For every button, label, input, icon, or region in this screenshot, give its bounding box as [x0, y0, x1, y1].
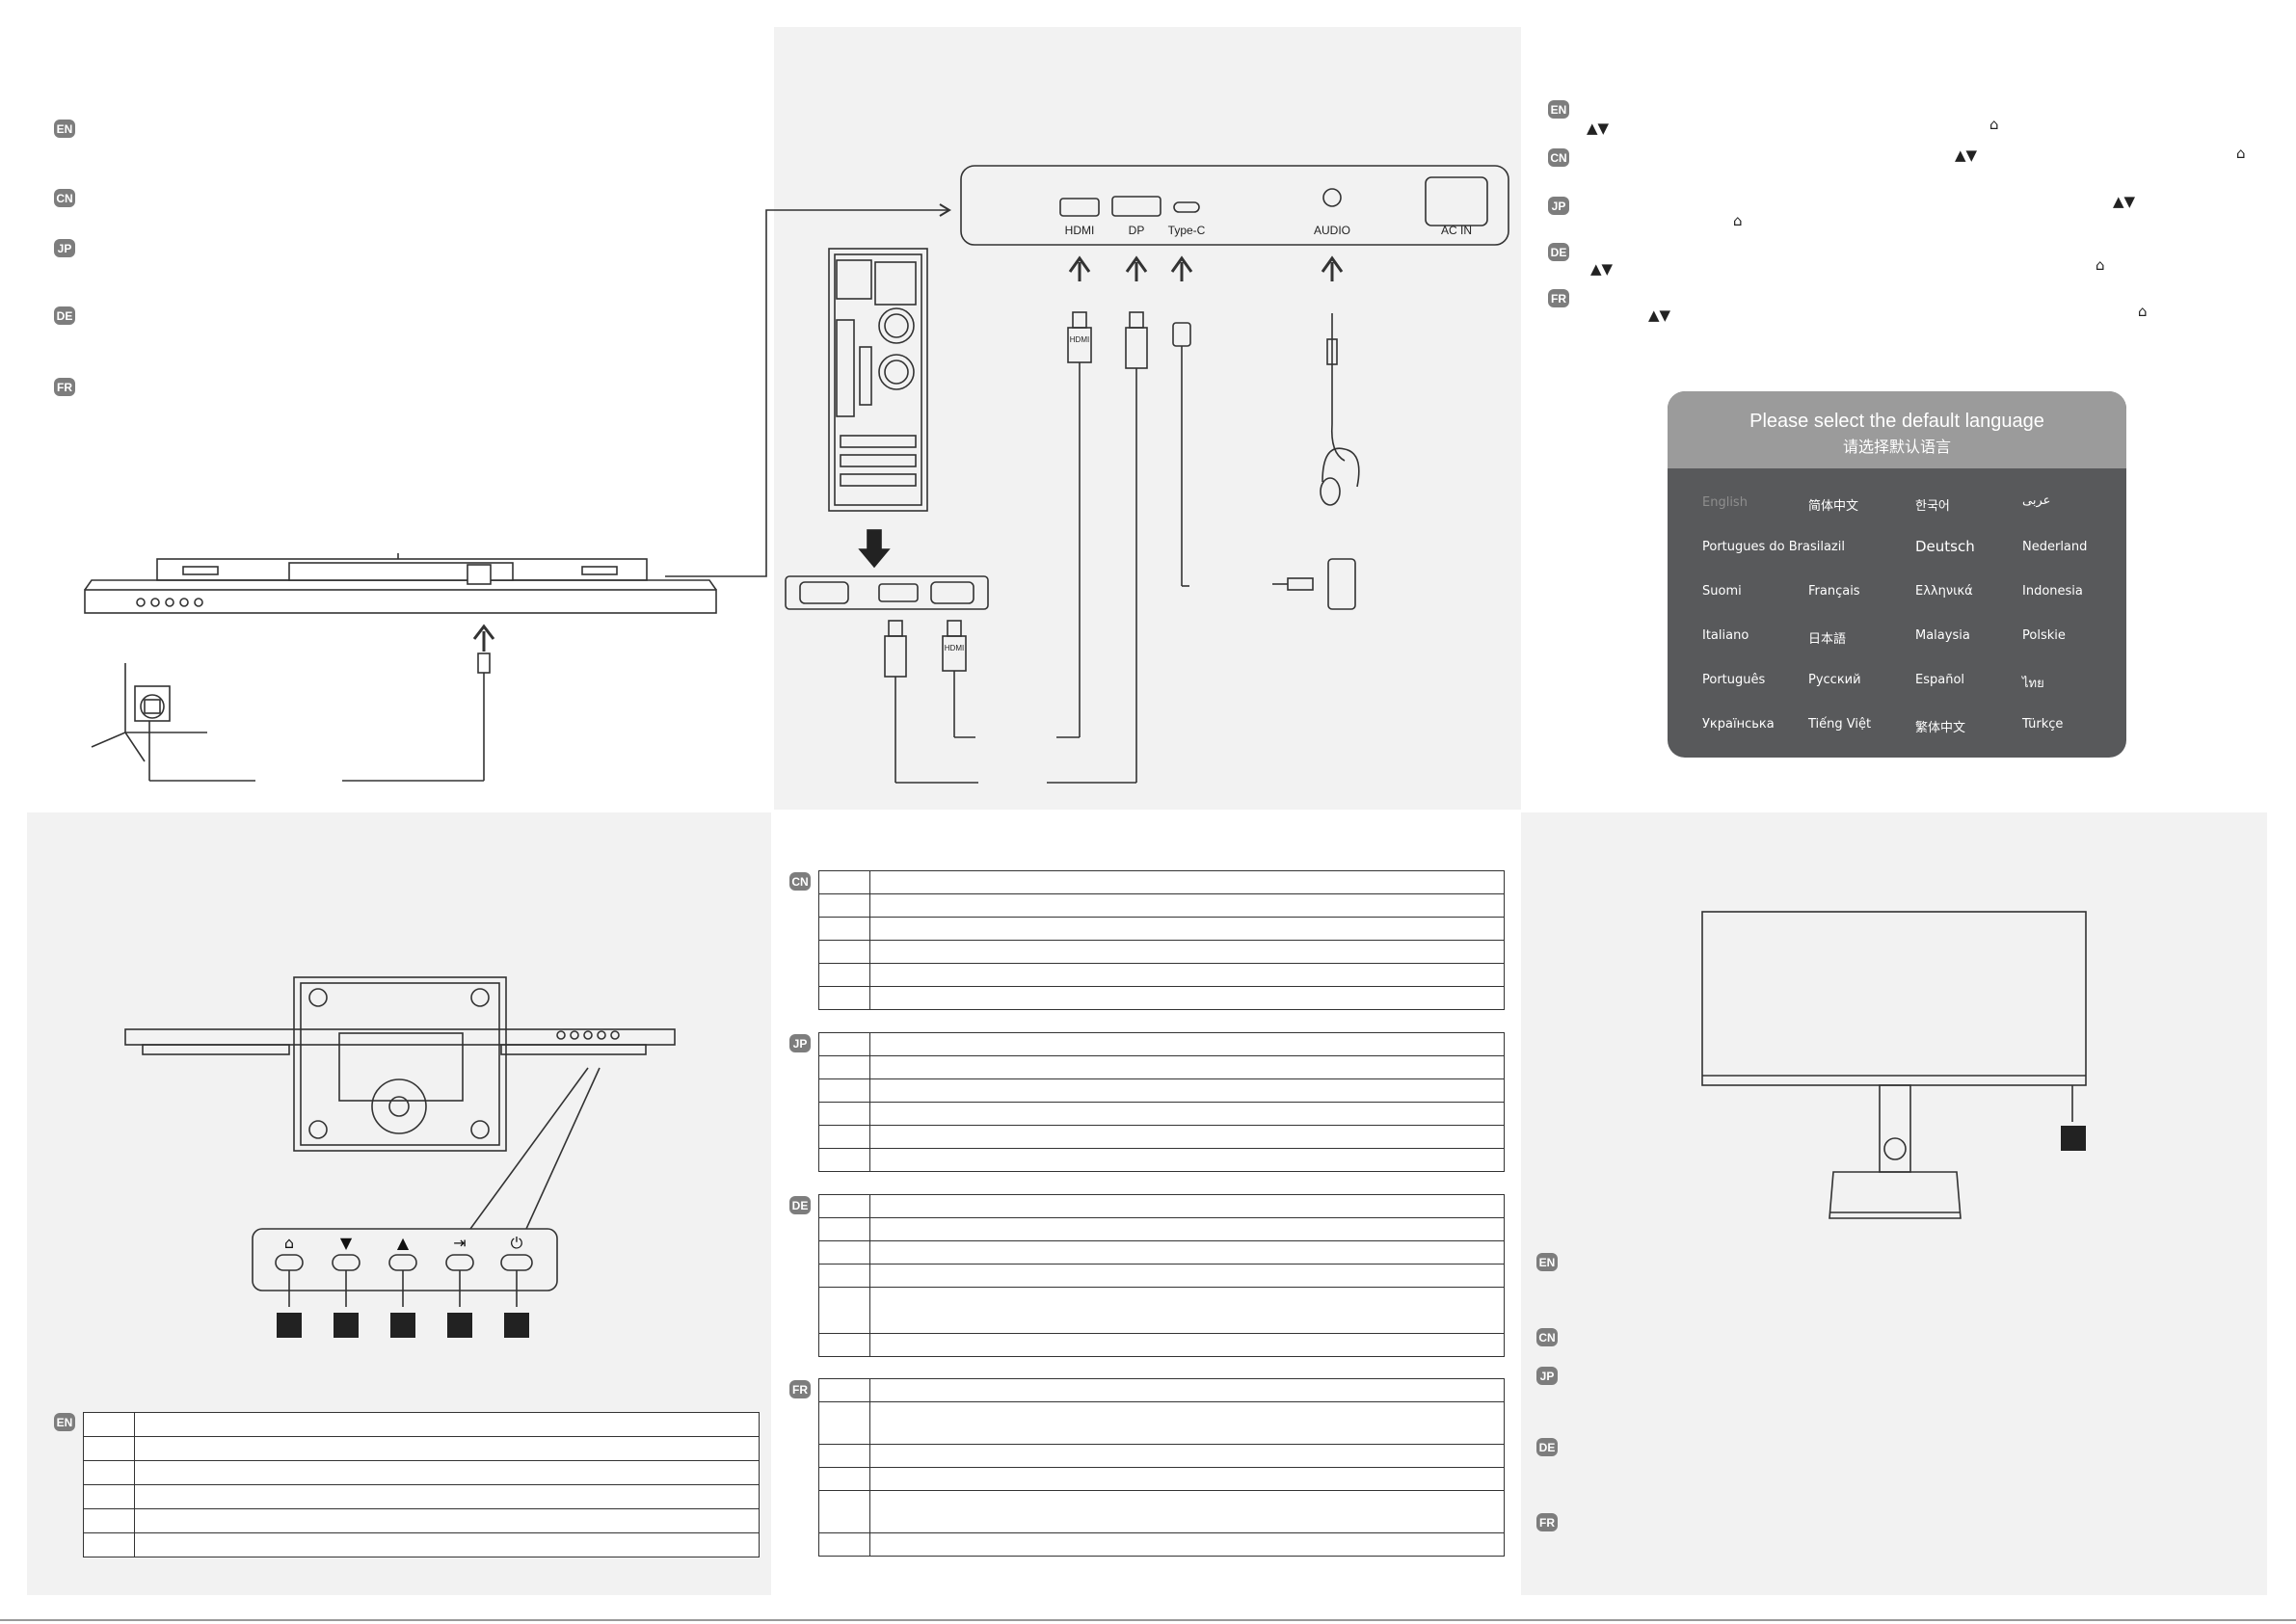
- input-source-icon: ⇥: [453, 1234, 467, 1252]
- table-de: [818, 1194, 1505, 1357]
- language-option[interactable]: عربى: [2022, 493, 2051, 508]
- language-option[interactable]: Español: [1915, 673, 1965, 687]
- up-down-icon: ▲▼: [1587, 120, 1610, 137]
- language-option[interactable]: English: [1702, 495, 1748, 510]
- up-down-icon: ▲▼: [1648, 306, 1671, 324]
- language-option[interactable]: Nederland: [2022, 540, 2088, 554]
- hdmi-plug-label: HDMI: [1069, 335, 1090, 344]
- badge-fr-1: FR: [54, 378, 75, 396]
- port-audio-label: AUDIO: [1313, 224, 1351, 237]
- home-icon: ⌂: [2138, 303, 2148, 320]
- key-marker-2: [334, 1313, 359, 1338]
- language-option[interactable]: Deutsch: [1915, 538, 1975, 555]
- badge-de-1: DE: [54, 306, 75, 325]
- language-option[interactable]: ไทย: [2022, 677, 2044, 691]
- panel-connection: [774, 27, 1521, 810]
- key-marker-5: [504, 1313, 529, 1338]
- up-down-icon: ▲▼: [2113, 193, 2136, 210]
- bottom-rule: [0, 1619, 2296, 1621]
- language-option[interactable]: Portugues do Brasilazil: [1702, 540, 1845, 554]
- home-icon: ⌂: [1989, 116, 1999, 133]
- badge-jp-3: JP: [1548, 197, 1569, 215]
- home-icon: ⌂: [2096, 256, 2105, 274]
- language-option[interactable]: Indonesia: [2022, 584, 2083, 599]
- table-en: [83, 1412, 760, 1557]
- language-option[interactable]: Tiếng Việt: [1808, 717, 1872, 732]
- language-option[interactable]: 한국어: [1915, 499, 1950, 514]
- language-selector-subtitle: 请选择默认语言: [1842, 438, 1951, 456]
- badge-de-3: DE: [1548, 243, 1569, 261]
- badge-fr-5: FR: [789, 1380, 811, 1398]
- up-down-icon: ▲▼: [1590, 260, 1614, 278]
- down-arrow-icon: ▼: [339, 1234, 353, 1252]
- badge-en-6: EN: [1536, 1253, 1558, 1271]
- table-fr: [818, 1378, 1505, 1557]
- table-jp: [818, 1032, 1505, 1172]
- power-button-marker: [2061, 1126, 2086, 1151]
- language-option[interactable]: Italiano: [1702, 628, 1749, 643]
- panel-power-indicator: [1521, 812, 2267, 1595]
- table-cn: [818, 870, 1505, 1010]
- power-icon: ⏻: [510, 1234, 523, 1252]
- home-icon: ⌂: [2236, 145, 2246, 162]
- language-option[interactable]: Português: [1702, 673, 1766, 687]
- badge-en-1: EN: [54, 120, 75, 138]
- up-arrow-icon: ▲: [396, 1234, 410, 1252]
- home-icon: ⌂: [283, 1234, 295, 1252]
- key-marker-4: [447, 1313, 472, 1338]
- badge-fr-6: FR: [1536, 1513, 1558, 1531]
- language-option[interactable]: Malaysia: [1915, 628, 1970, 643]
- badge-jp-5: JP: [789, 1034, 811, 1052]
- badge-en-4: EN: [54, 1413, 75, 1431]
- up-down-icon: ▲▼: [1955, 146, 1978, 164]
- badge-de-5: DE: [789, 1196, 811, 1214]
- badge-cn-1: CN: [54, 189, 75, 207]
- badge-en-3: EN: [1548, 100, 1569, 119]
- badge-cn-6: CN: [1536, 1328, 1558, 1346]
- language-option[interactable]: Türkçe: [2022, 717, 2064, 732]
- port-hdmi-label: HDMI: [1064, 224, 1095, 237]
- home-icon: ⌂: [1733, 212, 1743, 229]
- language-option[interactable]: 繁体中文: [1915, 721, 1966, 735]
- language-option[interactable]: Українська: [1702, 717, 1775, 732]
- language-selector: Please select the default language 请选择默认…: [1668, 391, 2126, 758]
- badge-jp-1: JP: [54, 239, 75, 257]
- badge-jp-6: JP: [1536, 1367, 1558, 1385]
- hdmi-plug-label-2: HDMI: [944, 644, 965, 652]
- badge-de-6: DE: [1536, 1438, 1558, 1456]
- badge-cn-3: CN: [1548, 148, 1569, 167]
- language-option[interactable]: Ελληνικά: [1915, 584, 1973, 599]
- language-selector-title: Please select the default language: [1749, 411, 2044, 432]
- language-option[interactable]: 日本語: [1808, 632, 1847, 647]
- badge-fr-3: FR: [1548, 289, 1569, 307]
- port-typec-label: Type-C: [1167, 224, 1206, 237]
- language-option[interactable]: Suomi: [1702, 584, 1742, 599]
- key-marker-1: [277, 1313, 302, 1338]
- language-option[interactable]: Polskie: [2022, 628, 2066, 643]
- port-dp-label: DP: [1128, 224, 1145, 237]
- language-option[interactable]: 简体中文: [1808, 499, 1859, 514]
- port-acin-label: AC IN: [1440, 224, 1473, 237]
- key-marker-3: [390, 1313, 415, 1338]
- badge-cn-5: CN: [789, 872, 811, 891]
- language-selector-header: Please select the default language 请选择默认…: [1668, 391, 2126, 468]
- language-option[interactable]: Français: [1808, 584, 1860, 599]
- language-option[interactable]: Русский: [1808, 673, 1861, 687]
